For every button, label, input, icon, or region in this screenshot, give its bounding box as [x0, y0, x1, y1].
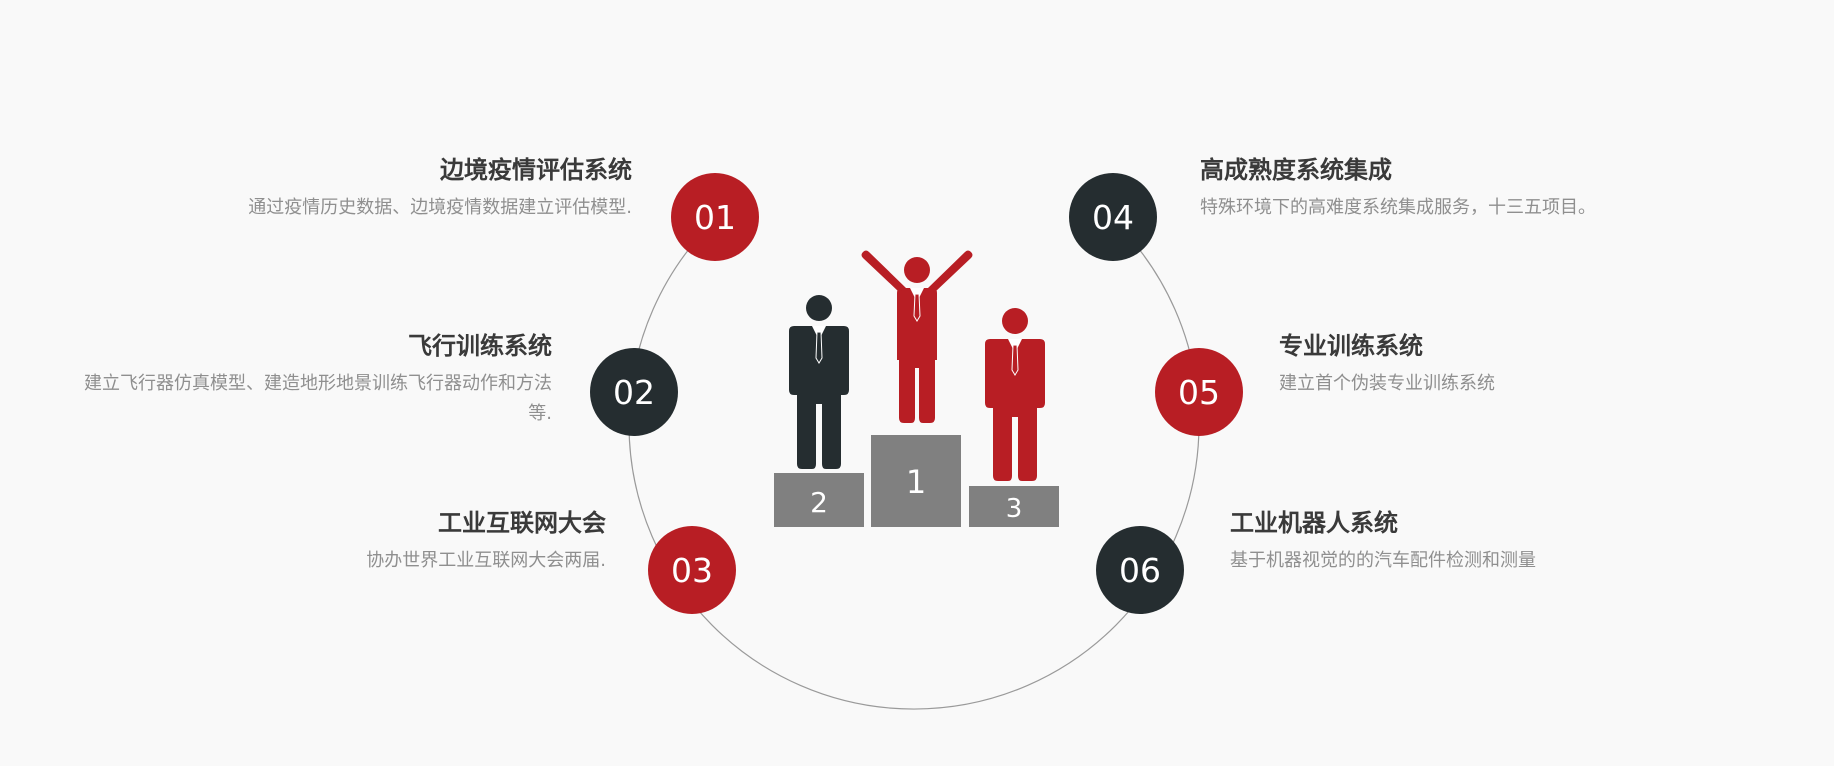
podium-block-third — [969, 486, 1059, 527]
podium-block-second — [774, 473, 864, 527]
item-02: 飞行训练系统 建立飞行器仿真模型、建造地形地景训练飞行器动作和方法等. — [72, 331, 552, 429]
podium-label-second: 2 — [810, 486, 828, 519]
item-02-desc: 建立飞行器仿真模型、建造地形地景训练飞行器动作和方法等. — [84, 373, 552, 424]
badge-03: 03 — [648, 526, 736, 614]
item-02-title: 飞行训练系统 — [408, 332, 552, 360]
item-04: 高成熟度系统集成 特殊环境下的高难度系统集成服务，十三五项目。 — [1200, 155, 1700, 223]
figure-third-place — [985, 308, 1045, 481]
item-03-title: 工业互联网大会 — [438, 509, 606, 537]
item-03: 工业互联网大会 协办世界工业互联网大会两届. — [206, 508, 606, 576]
item-06-desc: 基于机器视觉的的汽车配件检测和测量 — [1230, 550, 1536, 571]
podium-label-first: 1 — [906, 463, 926, 501]
badge-06: 06 — [1096, 526, 1184, 614]
podium-label-third: 3 — [1006, 494, 1023, 524]
badge-02: 02 — [590, 348, 678, 436]
badge-01: 01 — [671, 173, 759, 261]
item-01: 边境疫情评估系统 通过疫情历史数据、边境疫情数据建立评估模型. — [172, 155, 632, 223]
item-01-desc: 通过疫情历史数据、边境疫情数据建立评估模型. — [248, 197, 632, 218]
item-01-title: 边境疫情评估系统 — [440, 156, 632, 184]
item-04-desc: 特殊环境下的高难度系统集成服务，十三五项目。 — [1200, 197, 1596, 218]
figure-second-place — [789, 295, 849, 469]
item-06-title: 工业机器人系统 — [1230, 509, 1398, 537]
figure-first-place — [861, 250, 973, 423]
item-03-desc: 协办世界工业互联网大会两届. — [366, 550, 606, 571]
item-04-title: 高成熟度系统集成 — [1200, 156, 1392, 184]
item-05: 专业训练系统 建立首个伪装专业训练系统 — [1279, 331, 1699, 399]
podium-illustration: 2 1 3 — [774, 250, 1059, 527]
podium-block-first — [871, 435, 961, 527]
badge-05: 05 — [1155, 348, 1243, 436]
item-05-desc: 建立首个伪装专业训练系统 — [1279, 373, 1495, 394]
item-06: 工业机器人系统 基于机器视觉的的汽车配件检测和测量 — [1230, 508, 1690, 576]
badge-04: 04 — [1069, 173, 1157, 261]
item-05-title: 专业训练系统 — [1279, 332, 1423, 360]
